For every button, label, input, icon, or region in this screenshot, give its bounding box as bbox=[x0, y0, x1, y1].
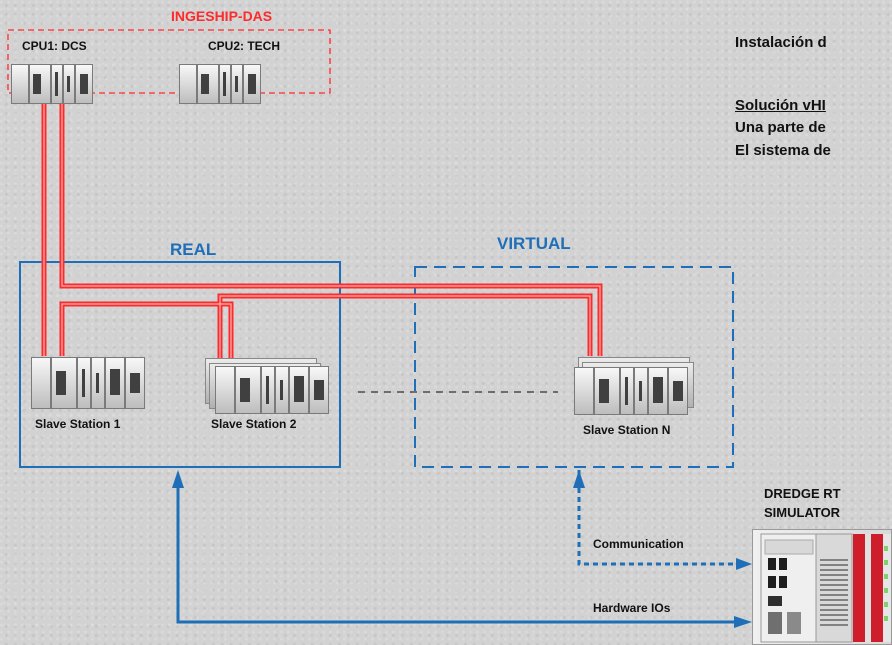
simulator-hardware-drawing bbox=[760, 533, 891, 643]
real-label: REAL bbox=[170, 240, 217, 259]
dredge-rt-simulator-device-icon bbox=[752, 529, 892, 645]
cpu2-rack-icon bbox=[179, 64, 261, 104]
communication-arrowhead-up bbox=[573, 470, 585, 488]
ingeship-label: INGESHIP-DAS bbox=[171, 8, 273, 24]
simulator-title-line1: DREDGE RT bbox=[764, 486, 841, 501]
ingeship-box bbox=[7, 29, 331, 94]
communication-arrow bbox=[577, 470, 746, 566]
cpu1-rack-icon bbox=[11, 64, 93, 104]
communication-arrowhead-right bbox=[736, 558, 752, 570]
virtual-box bbox=[414, 266, 734, 468]
communication-label: Communication bbox=[593, 537, 684, 551]
red-network bbox=[41, 96, 603, 360]
hardware-arrowhead-right bbox=[734, 616, 752, 628]
cpu1-label: CPU1: DCS bbox=[22, 39, 87, 53]
info-line-1: Instalación d bbox=[735, 34, 827, 51]
slave-station-1-rack-icon bbox=[31, 357, 145, 409]
hardware-arrow bbox=[176, 476, 742, 624]
slave-station-2-label: Slave Station 2 bbox=[211, 417, 297, 431]
simulator-title-line2: SIMULATOR bbox=[764, 505, 841, 520]
info-line-2: Solución vHI bbox=[735, 97, 826, 114]
slave-station-n-label: Slave Station N bbox=[583, 423, 671, 437]
cpu2-label: CPU2: TECH bbox=[208, 39, 281, 53]
slave-station-n-rack-icon bbox=[574, 357, 702, 417]
slave-station-1-label: Slave Station 1 bbox=[35, 417, 121, 431]
info-line-3: Una parte de bbox=[735, 119, 826, 136]
hardware-arrowhead-up bbox=[172, 470, 184, 488]
hardware-ios-label: Hardware IOs bbox=[593, 601, 671, 615]
info-line-4: El sistema de bbox=[735, 142, 831, 159]
slave-station-2-rack-icon bbox=[205, 358, 331, 416]
virtual-label: VIRTUAL bbox=[497, 234, 571, 253]
real-box bbox=[19, 261, 341, 468]
